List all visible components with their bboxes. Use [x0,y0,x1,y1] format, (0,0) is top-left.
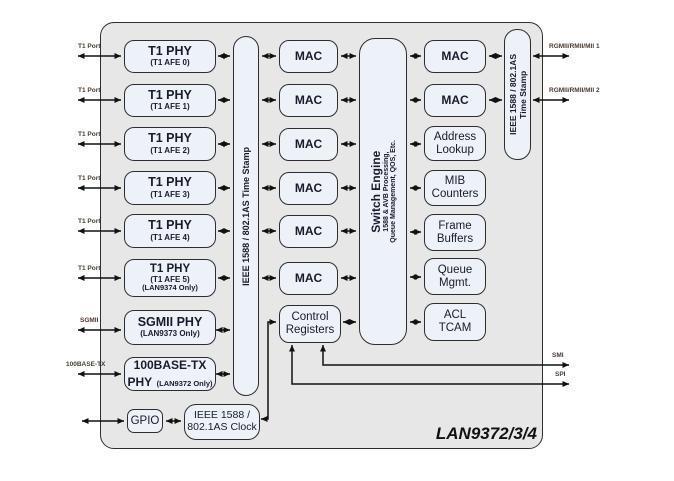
timestamp-bar-left: IEEE 1588 / 802.1AS Time Stamp [233,36,259,396]
gpio-label: GPIO [130,414,160,427]
mac-label-1: MAC [294,93,323,108]
mac-label-5: MAC [294,271,323,286]
mac-block-4: MAC [279,215,338,248]
timestamp-bar-right-line2: Time Stamp [517,70,528,119]
mac-label-2: MAC [294,137,323,152]
acl-tcam-block: ACL TCAM [424,303,486,341]
timestamp-bar-left-label: IEEE 1588 / 802.1AS Time Stamp [241,146,251,286]
mac-label-4: MAC [294,224,323,239]
ieee1588-clock-label: IEEE 1588 / 802.1AS Clock [187,409,257,433]
switch-engine-sub1: 1588 & AVB Processing, [383,151,390,232]
timestamp-bar-right: IEEE 1588 / 802.1AS Time Stamp [504,29,531,160]
right-mac-label-1: MAC [441,93,469,108]
queue-mgmt-block: Queue Mgmt. [424,258,486,295]
t1-phy-title-1: T1 PHY [148,87,192,102]
100base-tx-phy-block: 100BASE-TX PHY (LAN9372 Only) [124,357,216,391]
t1-phy-block-2: T1 PHY (T1 AFE 2) [124,127,216,161]
ieee1588-clock-block: IEEE 1588 / 802.1AS Clock [184,404,260,440]
mac-block-5: MAC [279,262,338,295]
mac-block-1: MAC [279,84,338,117]
100base-tx-phy-note: (LAN9372 Only) [156,379,213,388]
right-mac-label-0: MAC [441,49,469,64]
spi-label: SPI [555,371,566,378]
right-mac-block-1: MAC [424,84,486,117]
rgmii-label-2: RGMII/RMII/MII 2 [549,87,600,94]
t1-phy-title-3: T1 PHY [148,175,192,190]
sgmii-phy-sub: (LAN9373 Only) [140,329,200,339]
mac-label-3: MAC [294,181,323,196]
t1-phy-note-5: (LAN9374 Only) [142,283,198,293]
switch-engine-block: Switch Engine 1588 & AVB Processing, Que… [359,38,407,345]
port-label-t1-5: T1 Port [78,265,101,272]
port-label-t1-0: T1 Port [78,43,101,50]
t1-phy-title-2: T1 PHY [148,131,192,146]
t1-phy-sub-5: (T1 AFE 5) [150,274,190,284]
control-registers-block: Control Registers [279,305,341,343]
t1-phy-block-0: T1 PHY (T1 AFE 0) [124,40,216,73]
port-label-t1-1: T1 Port [78,87,101,94]
port-label-sgmii: SGMII [80,317,99,324]
mac-block-0: MAC [279,40,338,73]
timestamp-bar-right-line1: IEEE 1588 / 802.1AS [507,54,518,135]
control-registers-label: Control Registers [285,311,335,336]
frame-buffers-block: Frame Buffers [424,214,486,251]
mac-block-2: MAC [279,128,338,161]
port-label-t1-2: T1 Port [78,131,101,138]
sgmii-phy-title: SGMII PHY [137,314,203,329]
port-label-t1-4: T1 Port [78,218,101,225]
t1-phy-block-3: T1 PHY (T1 AFE 3) [124,171,216,205]
smi-label: SMI [552,352,564,359]
t1-phy-title-0: T1 PHY [148,43,192,58]
t1-phy-sub-0: (T1 AFE 0) [150,58,190,68]
mib-counters-block: MIB Counters [424,170,486,206]
t1-phy-sub-3: (T1 AFE 3) [150,189,190,199]
switch-engine-sub2: Queue Management, QOS, Etc. [390,140,397,243]
t1-phy-sub-2: (T1 AFE 2) [150,145,190,155]
t1-phy-sub-1: (T1 AFE 1) [150,102,190,112]
port-label-100base-tx: 100BASE-TX [66,361,106,368]
acl-tcam-label: ACL TCAM [438,309,472,334]
frame-buffers-label: Frame Buffers [436,219,474,245]
queue-mgmt-label: Queue Mgmt. [437,263,473,289]
sgmii-phy-block: SGMII PHY (LAN9373 Only) [124,310,216,345]
switch-engine-title: Switch Engine [369,150,383,233]
t1-phy-title-5: T1 PHY [149,263,191,276]
t1-phy-block-4: T1 PHY (T1 AFE 4) [124,214,216,248]
t1-phy-block-5: T1 PHY (T1 AFE 5) (LAN9374 Only) [124,259,216,297]
timestamp-bar-right-text: IEEE 1588 / 802.1AS Time Stamp [508,54,528,135]
right-mac-block-0: MAC [424,40,486,73]
mac-block-3: MAC [279,172,338,205]
address-lookup-label: Address Lookup [433,130,477,156]
address-lookup-block: Address Lookup [424,126,486,161]
mac-label-0: MAC [294,49,323,64]
mib-counters-label: MIB Counters [431,175,479,200]
port-label-t1-3: T1 Port [78,175,101,182]
rgmii-label-1: RGMII/RMII/MII 1 [549,43,600,50]
chip-label: LAN9372/3/4 [435,424,537,443]
100base-tx-phy-title: 100BASE-TX PHY [127,358,207,389]
switch-engine-text: Switch Engine 1588 & AVB Processing, Que… [369,140,397,243]
t1-phy-block-1: T1 PHY (T1 AFE 1) [124,84,216,117]
t1-phy-title-4: T1 PHY [148,218,192,233]
gpio-block: GPIO [127,409,163,433]
t1-phy-sub-4: (T1 AFE 4) [150,232,190,242]
